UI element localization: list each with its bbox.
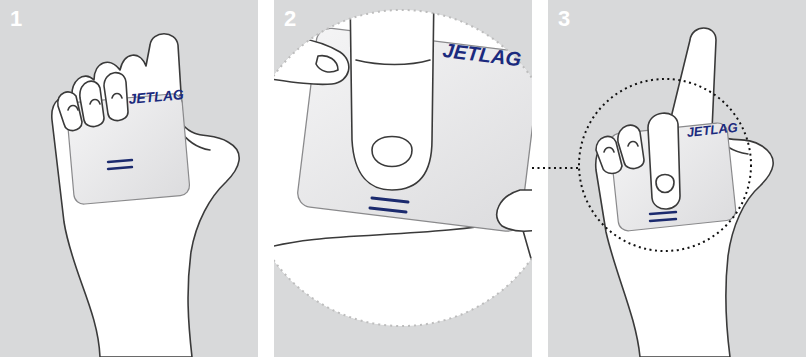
hand-with-packet [52, 34, 239, 357]
zoom-view [274, 0, 532, 357]
zoom-marker [579, 79, 751, 251]
step-number: 2 [284, 8, 296, 30]
panel-background [0, 0, 258, 357]
zoom-leader-line [532, 167, 580, 169]
panel-background [548, 0, 806, 357]
step-number: 3 [558, 8, 570, 30]
step-number: 1 [10, 8, 22, 30]
